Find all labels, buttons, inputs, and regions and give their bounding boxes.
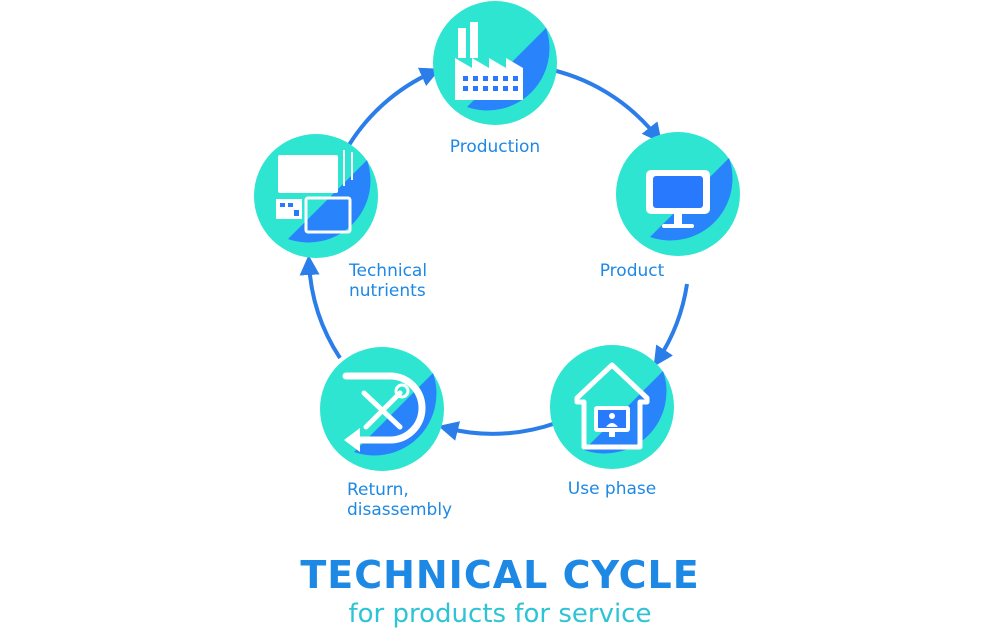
factory-icon	[455, 22, 523, 100]
diagram-title: TECHNICAL CYCLE	[300, 553, 699, 597]
stage-label: Use phase	[568, 479, 656, 499]
cycle-arrow-nutrients-to-production	[344, 67, 441, 152]
cycle-arrow-return-to-nutrients	[299, 255, 342, 360]
cycle-arrow-product-to-use-phase	[653, 283, 689, 367]
components-icon	[276, 150, 353, 234]
stage-technical-nutrients: Technical nutrients	[254, 134, 432, 301]
house-screen-icon	[574, 362, 650, 450]
tools-return-icon	[342, 372, 426, 452]
stage-product: Product	[600, 132, 740, 281]
stage-return-disassembly: Return, disassembly	[320, 347, 452, 520]
cycle-arrows	[299, 66, 689, 441]
cycle-arrow-use-phase-to-return	[438, 421, 557, 441]
stage-label: Technical nutrients	[348, 261, 432, 301]
stage-label: Product	[600, 261, 665, 281]
stage-label: Return, disassembly	[347, 480, 452, 520]
diagram-subtitle: for products for service	[349, 599, 652, 629]
stage-label: Production	[450, 137, 540, 157]
monitor-icon	[646, 170, 710, 228]
stage-use-phase: Use phase	[550, 345, 674, 499]
cycle-arrow-production-to-product	[542, 66, 662, 144]
stage-production: Production	[433, 1, 557, 157]
